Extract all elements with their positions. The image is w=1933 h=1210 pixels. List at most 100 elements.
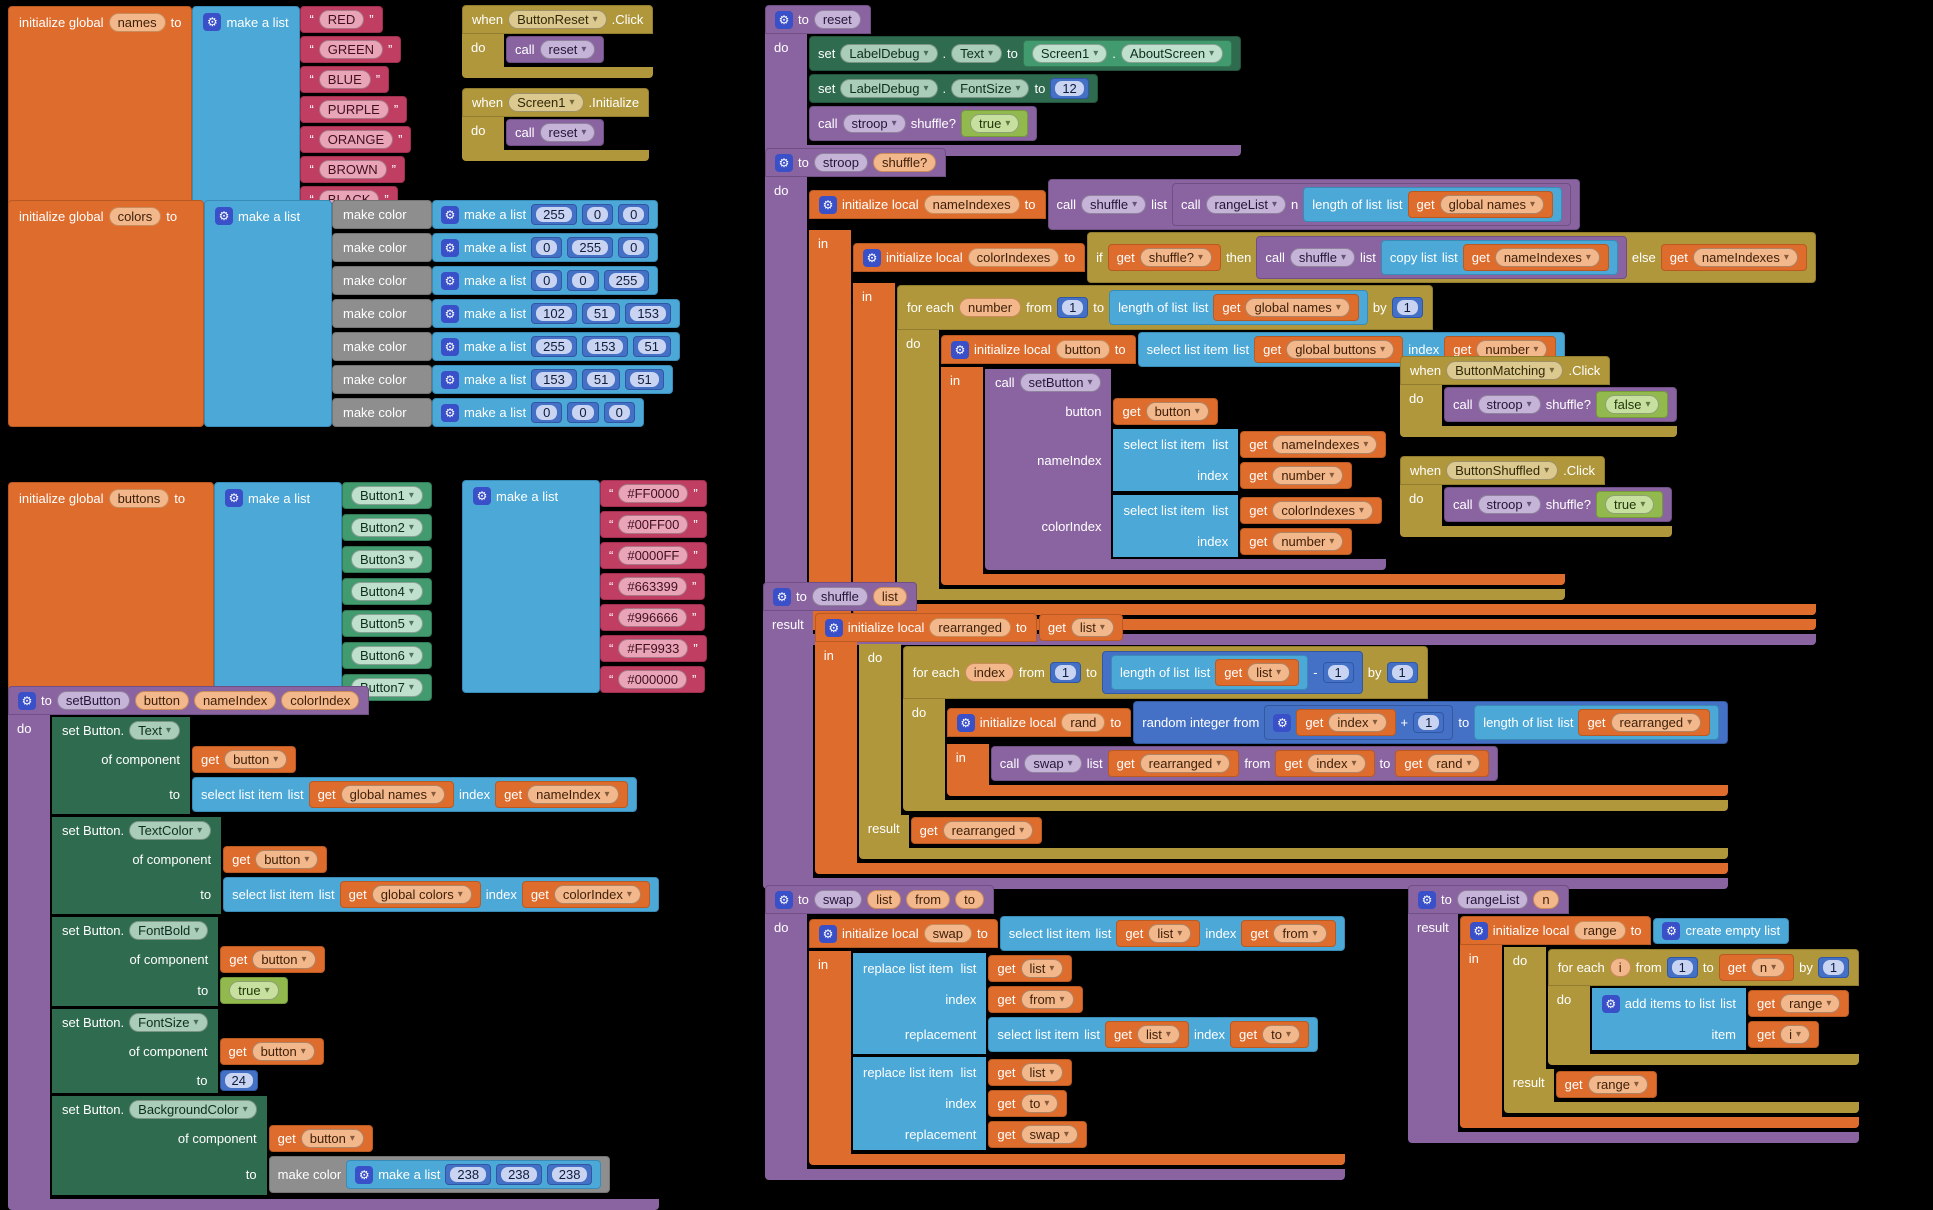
mutator-gear-icon[interactable]: ⚙ [819,924,837,943]
mutator-gear-icon[interactable]: ⚙ [215,207,233,225]
parameter-swap[interactable]: swap [923,924,972,943]
mutator-gear-icon[interactable]: ⚙ [775,153,793,172]
dropdown-shuffle[interactable]: shuffle▾ [1081,195,1147,214]
dropdown-button[interactable]: button▾ [1145,402,1209,421]
dropdown-colorindex[interactable]: colorIndex▾ [553,885,641,904]
block-true[interactable]: true▾ [1595,491,1664,518]
mutator-gear-icon[interactable]: ⚙ [441,238,459,257]
dropdown-labeldebug[interactable]: LabelDebug▾ [840,44,938,63]
mutator-gear-icon[interactable]: ⚙ [1418,890,1436,909]
dropdown-shuffle[interactable]: shuffle?▾ [1139,248,1213,267]
number-block-238[interactable]: 238 [445,1164,492,1185]
parameter-button[interactable]: button [1055,340,1110,359]
number-block-51[interactable]: 51 [581,303,621,324]
mutator-gear-icon[interactable]: ⚙ [775,10,793,29]
text-block-red[interactable]: “RED” [300,6,383,33]
dropdown-true[interactable]: true▾ [229,981,279,1000]
number-block-1[interactable]: 1 [1391,297,1423,318]
mutator-gear-icon[interactable]: ⚙ [203,13,222,31]
parameter-rearranged[interactable]: rearranged [929,618,1011,637]
block-make-color[interactable]: make color [332,365,432,394]
text-value-663399[interactable]: #663399 [618,577,687,596]
dropdown-list[interactable]: list▾ [1148,924,1192,943]
number-block-0[interactable]: 0 [618,237,650,258]
block-make-color[interactable]: make color [332,266,432,295]
dropdown-button[interactable]: button▾ [252,950,316,969]
text-value-purple[interactable]: PURPLE [318,100,389,119]
number-block-0[interactable]: 0 [603,402,635,423]
dropdown-screen1[interactable]: Screen1▾ [508,93,584,112]
number-block-255[interactable]: 255 [567,237,614,258]
dropdown-i[interactable]: i▾ [1780,1025,1811,1044]
dropdown-swap[interactable]: swap▾ [1020,1125,1078,1144]
parameter-n[interactable]: n [1533,890,1559,909]
dropdown-nameindexes[interactable]: nameIndexes▾ [1692,248,1798,267]
dropdown-fontbold[interactable]: FontBold▾ [129,921,209,940]
block-button4[interactable]: Button4▾ [342,578,432,605]
mutator-gear-icon[interactable]: ⚙ [863,248,881,267]
block-create-empty-list[interactable]: ⚙create empty list [1653,917,1790,944]
block-make-a-list[interactable]: ⚙make a list [462,480,600,693]
block-screen1[interactable]: Screen1▾.AboutScreen▾ [1022,40,1233,67]
block-true[interactable]: true▾ [220,977,288,1004]
parameter-nameindexes[interactable]: nameIndexes [923,195,1020,214]
parameter-nameindex[interactable]: nameIndex [193,691,277,710]
dropdown-buttonmatching[interactable]: ButtonMatching▾ [1446,361,1564,380]
dropdown-range[interactable]: range▾ [1780,994,1841,1013]
dropdown-true[interactable]: true▾ [969,114,1020,133]
text-value-ff9933[interactable]: #FF9933 [618,639,689,658]
block-make-a-list[interactable]: ⚙make a list [192,6,301,213]
procedure-name-reset[interactable]: reset [813,10,861,29]
mutator-gear-icon[interactable]: ⚙ [1662,921,1681,940]
number-block-1[interactable]: 1 [1322,662,1354,683]
dropdown-button3[interactable]: Button3▾ [351,550,423,569]
block-true[interactable]: true▾ [960,110,1029,137]
text-block-brown[interactable]: “BROWN” [300,156,405,183]
block-button2[interactable]: Button2▾ [342,514,432,541]
text-value-orange[interactable]: ORANGE [318,130,394,149]
dropdown-global-colors[interactable]: global colors▾ [371,885,472,904]
number-block-153[interactable]: 153 [531,369,577,390]
mutator-gear-icon[interactable]: ⚙ [441,205,459,224]
block-button6[interactable]: Button6▾ [342,642,432,669]
text-value-blue[interactable]: BLUE [318,70,371,89]
dropdown-stroop[interactable]: stroop▾ [1477,495,1541,514]
parameter-from[interactable]: from [906,890,951,909]
text-block-000000[interactable]: “#000000” [600,666,706,693]
